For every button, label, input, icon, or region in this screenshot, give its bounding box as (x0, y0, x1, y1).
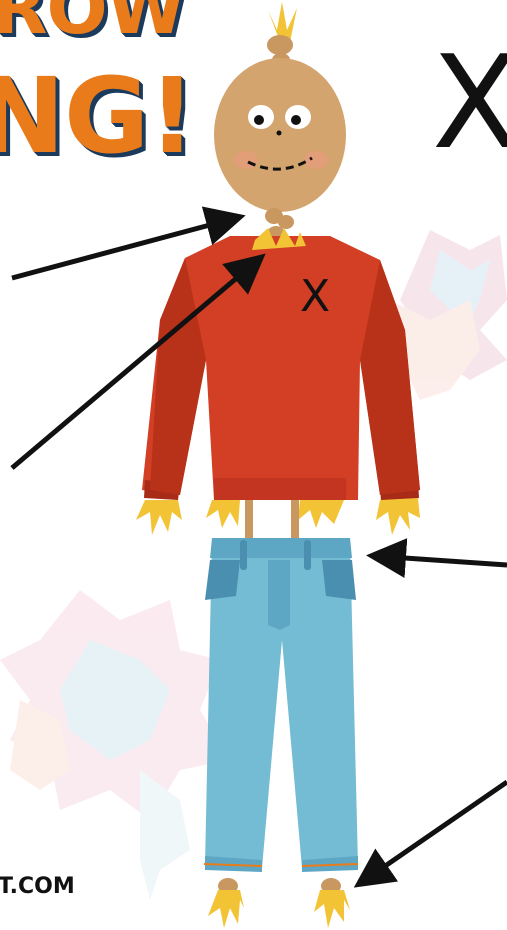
footer-website: T.COM (0, 874, 75, 899)
arrow-icon (362, 782, 507, 882)
arrow-icon (12, 260, 258, 468)
arrow-icon (376, 556, 507, 565)
arrow-icon (12, 218, 236, 278)
